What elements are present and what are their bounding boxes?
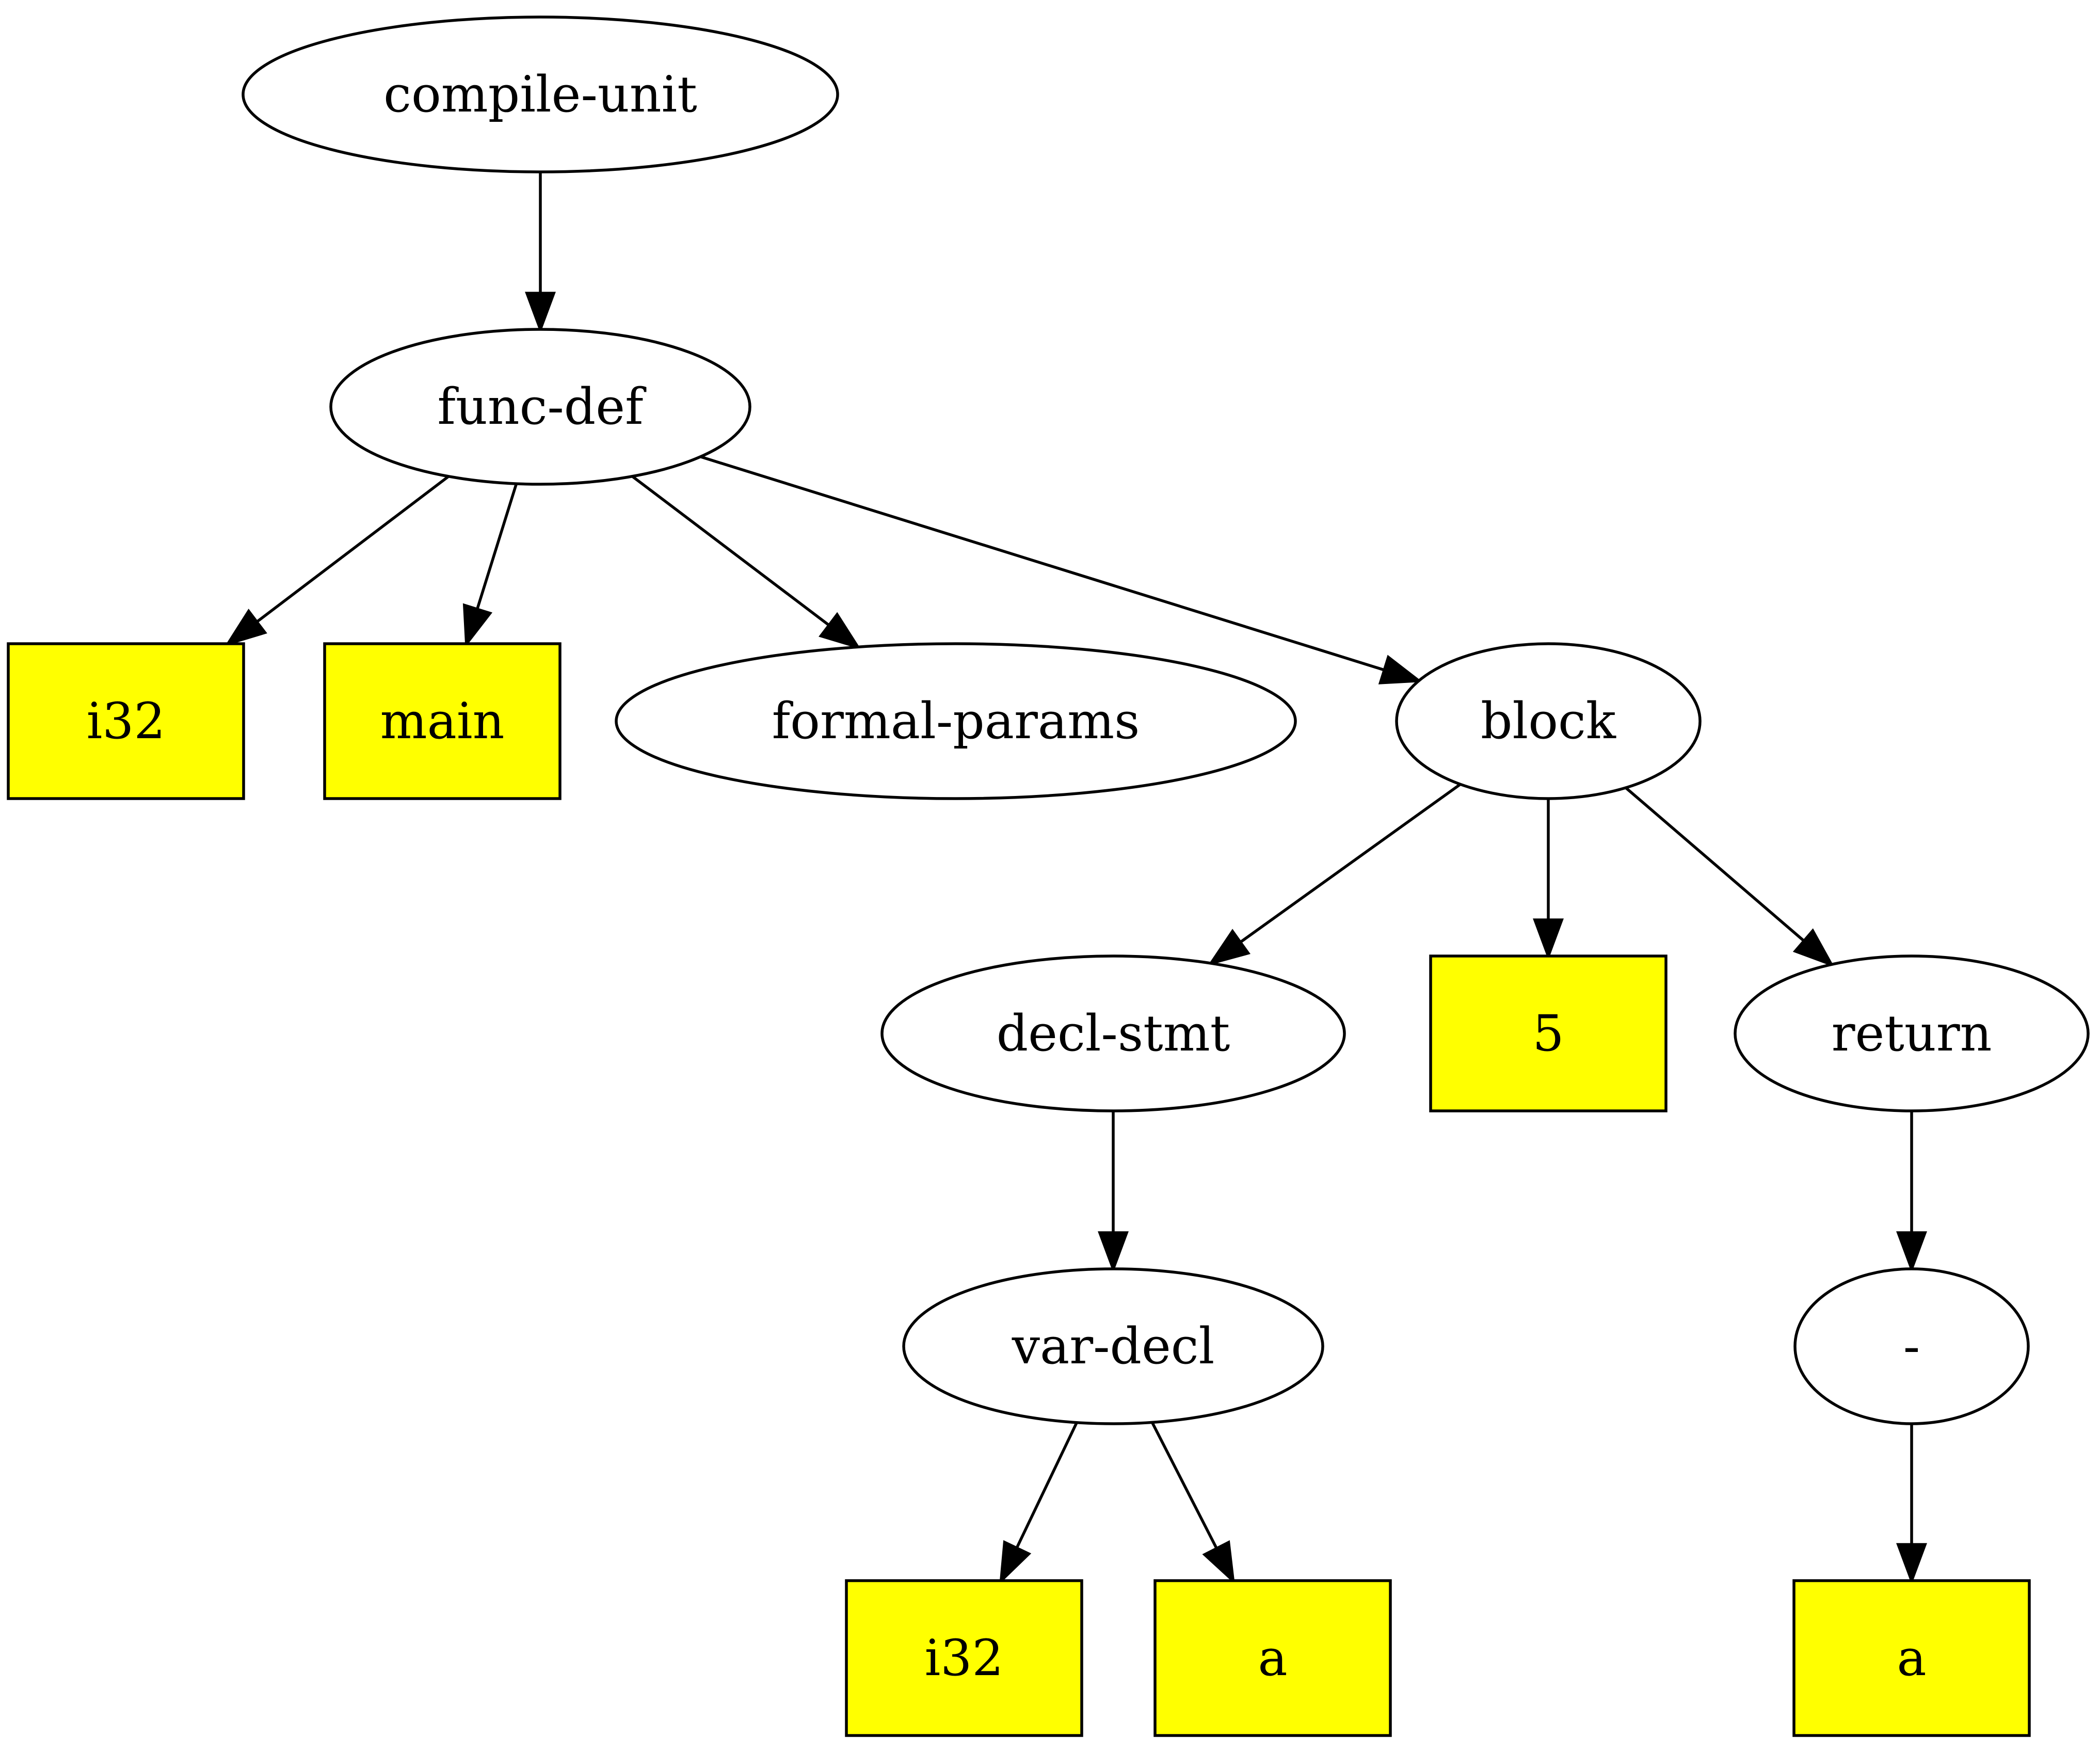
node-var-decl: var-decl (902, 1267, 1324, 1425)
node-minus: - (1793, 1267, 2030, 1425)
node-compile-unit: compile-unit (242, 15, 839, 173)
node-label: block (1481, 692, 1616, 750)
edge-line (1625, 786, 1805, 942)
arrowhead-icon (999, 1540, 1032, 1585)
leaf-box (323, 642, 562, 800)
node-ellipse (329, 328, 751, 486)
edge-line (1015, 1422, 1078, 1549)
leaf-box (1792, 1579, 2031, 1737)
arrowhead-icon (1792, 928, 1835, 967)
node-formal-params: formal-params (615, 642, 1297, 800)
edge-line (1150, 1422, 1218, 1549)
edge-func-def-to-formal-params (631, 475, 861, 650)
arrowhead-icon (1207, 929, 1251, 966)
edge-var-decl-to-var-name-a (1150, 1422, 1235, 1585)
arrowhead-icon (225, 609, 267, 646)
node-i32-type: i32 (7, 642, 245, 800)
edge-line (1239, 783, 1462, 944)
edge-block-to-literal-5 (1533, 799, 1564, 960)
node-ellipse (615, 642, 1297, 800)
node-label: i32 (925, 1629, 1004, 1687)
arrowhead-icon (1202, 1540, 1235, 1585)
node-label: i32 (87, 692, 166, 750)
node-label: return (1832, 1005, 1992, 1062)
arrowhead-icon (1378, 655, 1423, 685)
node-label: func-def (437, 378, 647, 436)
node-label: - (1903, 1317, 1920, 1375)
nodes-layer: compile-unit func-def i32 main formal-params… (7, 15, 2090, 1737)
edge-func-def-to-i32-type (225, 475, 450, 646)
node-block: block (1395, 642, 1702, 800)
node-label: decl-stmt (997, 1005, 1230, 1062)
node-ellipse (1793, 1267, 2030, 1425)
arrowhead-icon (1098, 1231, 1129, 1273)
node-label: var-decl (1012, 1317, 1215, 1375)
node-var-name-a: a (1153, 1579, 1392, 1737)
node-main-name: main (323, 642, 562, 800)
node-label: a (1258, 1629, 1287, 1687)
node-label: a (1897, 1629, 1926, 1687)
edge-line (631, 475, 830, 627)
edge-var-decl-to-var-type-i32 (999, 1422, 1078, 1585)
arrowhead-icon (1896, 1231, 1927, 1273)
node-operand-a: a (1792, 1579, 2031, 1737)
edge-block-to-decl-stmt (1207, 783, 1462, 966)
node-ellipse (1734, 954, 2090, 1112)
edge-func-def-to-block (700, 455, 1423, 685)
node-ellipse (1395, 642, 1702, 800)
leaf-box (845, 1579, 1083, 1737)
edge-compile-unit-to-func-def (525, 172, 556, 333)
leaf-box (1153, 1579, 1392, 1737)
node-decl-stmt: decl-stmt (880, 954, 1346, 1112)
edge-func-def-to-main-name (462, 483, 518, 648)
arrowhead-icon (1896, 1543, 1927, 1585)
edge-minus-to-operand-a (1896, 1424, 1927, 1585)
edge-block-to-return (1625, 786, 1835, 967)
node-var-type-i32: i32 (845, 1579, 1083, 1737)
node-func-def: func-def (329, 328, 751, 486)
node-label: compile-unit (383, 66, 697, 123)
edge-return-to-minus (1896, 1111, 1927, 1273)
arrowhead-icon (462, 603, 493, 648)
edge-line (476, 483, 518, 610)
node-ellipse (902, 1267, 1324, 1425)
leaf-box (7, 642, 245, 800)
edge-decl-stmt-to-var-decl (1098, 1111, 1129, 1273)
node-return: return (1734, 954, 2090, 1112)
leaf-box (1429, 954, 1668, 1112)
node-literal-5: 5 (1429, 954, 1668, 1112)
edge-line (255, 475, 450, 623)
arrowhead-icon (525, 292, 556, 333)
edges-layer (225, 172, 1927, 1585)
node-label: main (380, 692, 505, 750)
arrowhead-icon (1533, 918, 1564, 960)
node-label: 5 (1532, 1005, 1564, 1062)
edge-line (700, 455, 1385, 672)
node-ellipse (242, 15, 839, 173)
node-ellipse (880, 954, 1346, 1112)
node-label: formal-params (772, 692, 1140, 750)
arrowhead-icon (819, 612, 861, 650)
